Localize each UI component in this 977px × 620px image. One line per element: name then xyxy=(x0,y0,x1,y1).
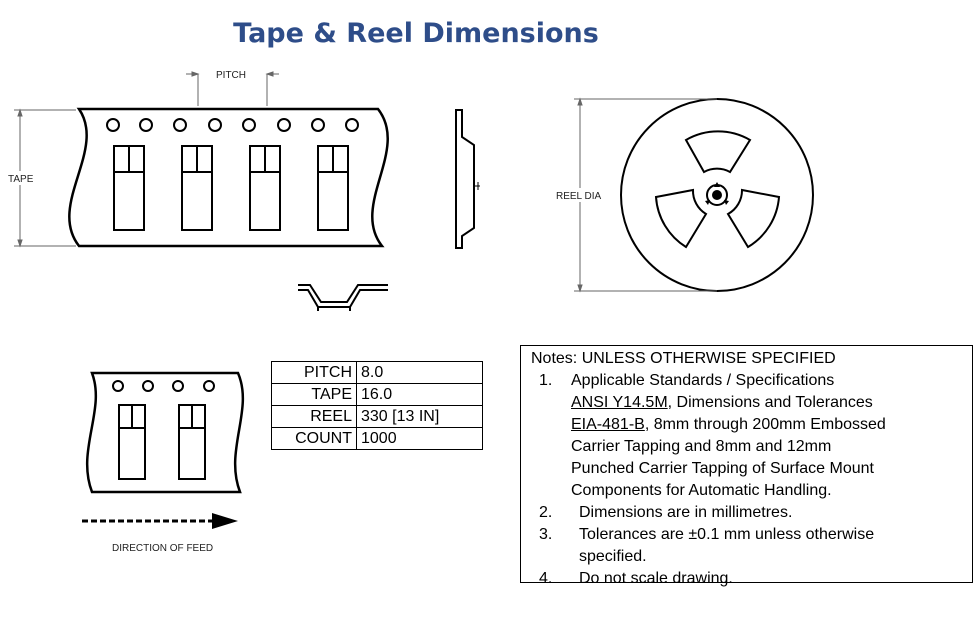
note-text: Dimensions are in millimetres. xyxy=(579,504,793,521)
note-text: Applicable Standards / Specifications AN… xyxy=(571,370,962,502)
reel-dia-label: REEL DIA xyxy=(556,191,602,202)
spec-key: TAPE xyxy=(271,383,357,406)
note-item-4: 4. Do not scale drawing. xyxy=(531,568,962,590)
note-number: 3. xyxy=(539,526,553,543)
note-number: 4. xyxy=(539,570,553,587)
feed-direction-arrow xyxy=(82,513,238,529)
standard-ansi: ANSI Y14.5M xyxy=(571,394,668,411)
feed-sprocket-holes xyxy=(112,380,215,392)
notes-header: Notes: UNLESS OTHERWISE SPECIFIED xyxy=(531,350,836,367)
pitch-label: PITCH xyxy=(216,70,246,81)
feed-component-pockets xyxy=(118,404,206,480)
tape-top-view xyxy=(68,107,389,248)
standard-eia: EIA-481-B xyxy=(571,416,645,433)
note-line: , Dimensions and Tolerances xyxy=(667,394,873,411)
note-line: Punched Carrier Tapping of Surface Mount xyxy=(571,460,874,477)
note-line: Tolerances are ±0.1 mm unless otherwise xyxy=(579,526,875,543)
sprocket-holes xyxy=(106,118,359,132)
feed-tape-view xyxy=(85,371,245,494)
notes-box: Notes: UNLESS OTHERWISE SPECIFIED 1. App… xyxy=(520,345,973,587)
spec-key: COUNT xyxy=(271,427,357,450)
note-line: , 8mm through 200mm Embossed xyxy=(644,416,886,433)
tape-label: TAPE xyxy=(8,174,34,185)
note-line: Components for Automatic Handling. xyxy=(571,482,832,499)
note-line: Carrier Tapping and 8mm and 12mm xyxy=(571,438,832,455)
page-title: Tape & Reel Dimensions xyxy=(233,18,599,49)
note-item-3: 3. Tolerances are ±0.1 mm unless otherwi… xyxy=(531,524,962,568)
note-text: Do not scale drawing. xyxy=(579,570,733,587)
pitch-dimension xyxy=(186,71,279,106)
note-number: 2. xyxy=(539,504,553,521)
note-line: Applicable Standards / Specifications xyxy=(571,372,835,389)
spec-row-tape: TAPE 16.0 xyxy=(271,383,483,406)
tape-side-view xyxy=(455,109,480,249)
note-item-2: 2. Dimensions are in millimetres. xyxy=(531,502,962,524)
spec-row-reel: REEL 330 [13 IN] xyxy=(271,405,483,428)
spec-key: PITCH xyxy=(271,361,357,384)
spec-value: 8.0 xyxy=(356,361,483,384)
tape-cross-section xyxy=(298,284,388,311)
spec-value: 1000 xyxy=(356,427,483,450)
spec-value: 330 [13 IN] xyxy=(356,405,483,428)
reel-drawing xyxy=(620,98,814,292)
spec-value: 16.0 xyxy=(356,383,483,406)
spec-key: REEL xyxy=(271,405,357,428)
spec-table: PITCH 8.0 TAPE 16.0 REEL 330 [13 IN] COU… xyxy=(271,361,483,450)
component-pockets xyxy=(113,145,349,231)
note-item-1: 1. Applicable Standards / Specifications… xyxy=(531,370,962,502)
spec-row-pitch: PITCH 8.0 xyxy=(271,361,483,384)
note-line: specified. xyxy=(579,548,647,565)
note-number: 1. xyxy=(539,372,553,389)
direction-of-feed-label: DIRECTION OF FEED xyxy=(112,543,213,554)
spec-row-count: COUNT 1000 xyxy=(271,427,483,450)
note-text: Tolerances are ±0.1 mm unless otherwise … xyxy=(579,524,962,568)
